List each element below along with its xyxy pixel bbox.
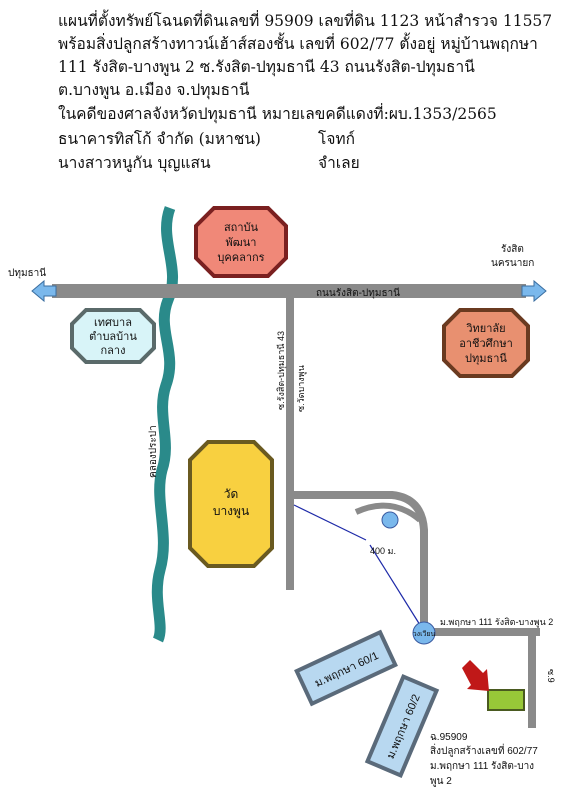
village-block-60-2: ม.พฤกษา 60/2 — [364, 674, 440, 778]
defendant-name: นางสาวหนูกัน บุญแสน — [58, 154, 211, 172]
property-note-2: สิ่งปลูกสร้างเลขที่ 602/77 — [430, 743, 538, 757]
college-landmark: วิทยาลัย อาชีวศึกษา ปทุมธานี — [442, 308, 530, 378]
canal-label: คลองประปา — [148, 425, 159, 478]
east-direction-label-2: นครนายก — [491, 258, 534, 269]
village-road — [424, 628, 540, 636]
property-marker — [487, 689, 525, 711]
college-line-3: ปทุมธานี — [465, 352, 507, 365]
roundabout-circle — [412, 621, 436, 645]
property-note-1: ฉ.95909 — [430, 732, 468, 743]
distance-line-2 — [369, 544, 421, 626]
property-note-3: ม.พฤกษา 111 รังสิต-บาง — [430, 761, 534, 772]
college-line-2: อาชีวศึกษา — [459, 337, 513, 350]
distance-label: 400 ม. — [370, 546, 396, 556]
soi-9-road — [528, 636, 536, 728]
temple-line-1: วัด — [224, 487, 239, 501]
property-note-4: พูน 2 — [430, 776, 452, 787]
canal — [151, 206, 178, 643]
property-arrow-icon — [462, 660, 489, 691]
header-line-4: ต.บางพูน อ.เมือง จ.ปทุมธานี — [58, 81, 250, 99]
municipality-line-2: ตำบลบ้าน — [89, 331, 137, 343]
defendant-role: จำเลย — [318, 154, 360, 172]
soi-43-label: ซ.รังสิต-ปทุมธานี 43 — [276, 331, 287, 410]
municipality-line-1: เทศบาล — [94, 317, 132, 329]
east-arrow-icon — [521, 279, 547, 303]
branch-road — [294, 491, 428, 628]
main-road — [52, 284, 526, 298]
header-line-5: ในคดีของศาลจังหวัดปทุมธานี หมายเลขคดีแดง… — [58, 105, 497, 123]
plaintiff-role: โจทก์ — [318, 130, 356, 148]
municipality-landmark: เทศบาล ตำบลบ้าน กลาง — [70, 308, 156, 364]
plaintiff-name: ธนาคารทิสโก้ จำกัด (มหาชน) — [58, 130, 261, 148]
institute-line-1: สถาบัน — [224, 222, 259, 234]
loop-circle — [381, 511, 399, 529]
distance-line-1 — [293, 504, 367, 541]
college-line-1: วิทยาลัย — [466, 323, 506, 335]
soi-9-label: ซ.9 — [546, 669, 556, 683]
header-line-2: พร้อมสิ่งปลูกสร้างทาวน์เฮ้าส์สองชั้น เลข… — [58, 35, 538, 53]
institute-line-3: บุคคลากร — [217, 252, 264, 264]
soi-43-road — [286, 298, 294, 590]
municipality-line-3: กลาง — [101, 345, 126, 357]
soi-temple-label: ซ.วัดบางพูน — [296, 365, 307, 412]
main-road-label: ถนนรังสิต-ปทุมธานี — [316, 287, 400, 299]
header-line-1: แผนที่ตั้งทรัพย์โฉนดที่ดินเลขที่ 95909 เ… — [58, 12, 553, 30]
temple-landmark: วัด บางพูน — [188, 440, 274, 568]
village-block-60-1: ม.พฤกษา 60/1 — [294, 629, 398, 707]
west-direction-label: ปทุมธานี — [8, 267, 46, 279]
header-line-3: 111 รังสิต-บางพูน 2 ซ.รังสิต-ปทุมธานี 43… — [58, 58, 475, 76]
loop-road — [354, 502, 422, 523]
roundabout-label: วงเวียน — [413, 630, 436, 638]
institute-landmark: สถาบัน พัฒนา บุคคลากร — [194, 206, 288, 278]
temple-line-2: บางพูน — [213, 504, 249, 519]
village-road-label: ม.พฤกษา 111 รังสิต-บางพูน 2 — [440, 617, 553, 628]
east-direction-label-1: รังสิต — [501, 244, 524, 255]
west-arrow-icon — [31, 279, 57, 303]
institute-line-2: พัฒนา — [226, 237, 257, 249]
